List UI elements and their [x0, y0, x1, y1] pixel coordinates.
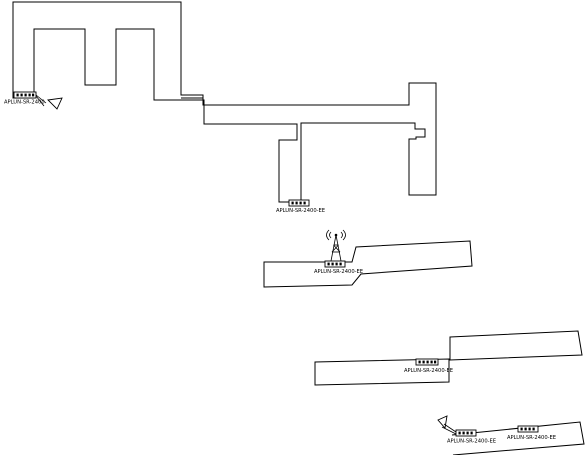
building-east [263, 240, 473, 288]
building-main [12, 1, 437, 203]
switch-icon [324, 260, 346, 268]
antenna-tower-icon [326, 229, 346, 262]
building-south-outline-lower [314, 358, 450, 386]
device-3-label: APLUN-SR-2400-EE [314, 269, 363, 275]
building-south-outline-upper [449, 330, 583, 361]
device-5-label: APLUN-SR-2400-EE [447, 439, 496, 445]
device-6[interactable]: APLUN-SR-2400-EE [507, 425, 556, 441]
device-2-label: APLUN-SR-2400-EE [276, 208, 325, 214]
device-4[interactable]: APLUN-SR-2400-EE [404, 358, 453, 374]
building-south [314, 330, 583, 386]
switch-icon [455, 429, 477, 437]
camera-icon [47, 97, 63, 110]
building-east-outline [263, 240, 473, 288]
building-main-outline [12, 1, 437, 203]
device-3[interactable]: APLUN-SR-2400-EE [314, 229, 363, 275]
device-2[interactable]: APLUN-SR-2400-EE [276, 199, 325, 214]
building-southeast [451, 421, 585, 455]
device-1[interactable]: APLUN-SR-2400 [4, 91, 63, 110]
device-6-label: APLUN-SR-2400-EE [507, 435, 556, 441]
switch-icon [517, 425, 539, 433]
device-5[interactable]: APLUN-SR-2400-EE [437, 415, 496, 445]
building-southeast-outline [451, 421, 585, 455]
camera-icon [437, 415, 448, 430]
device-4-label: APLUN-SR-2400-EE [404, 368, 453, 374]
device-1-label: APLUN-SR-2400 [4, 100, 45, 106]
switch-icon [288, 199, 310, 207]
